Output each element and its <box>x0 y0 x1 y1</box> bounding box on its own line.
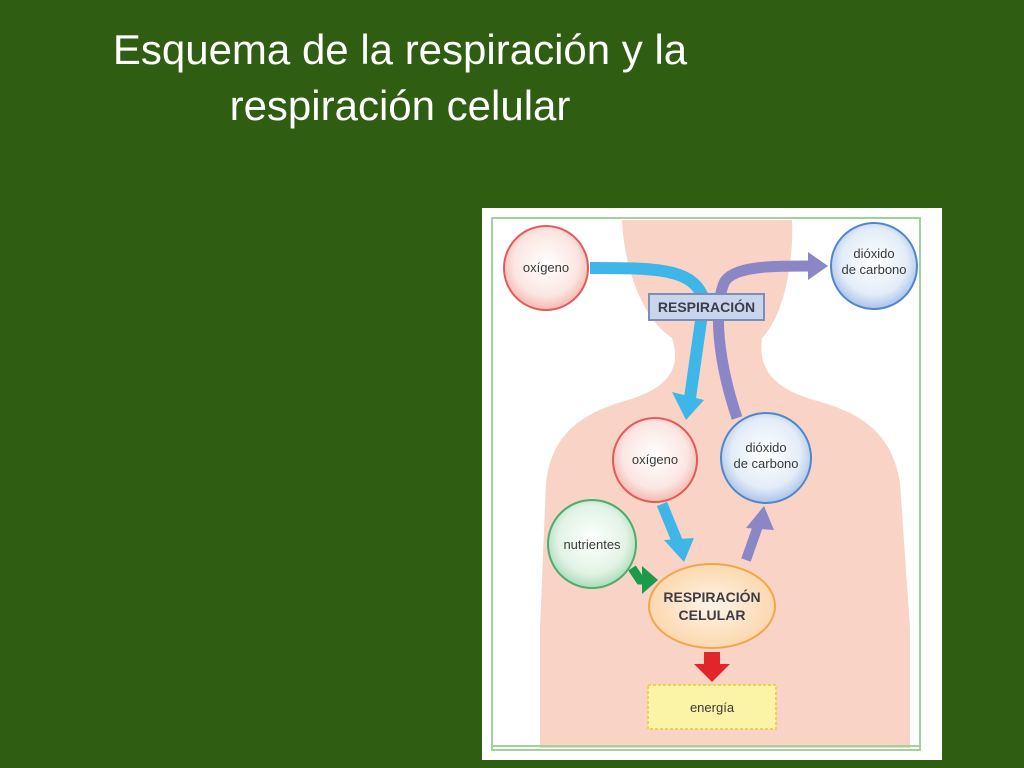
energy-arrowhead <box>694 664 730 682</box>
respiration-box <box>648 293 765 321</box>
oxygen-inner-arrowhead <box>664 538 694 562</box>
body-silhouette <box>540 220 910 748</box>
oxygen-inner-node <box>612 417 698 503</box>
oxygen-outer-label: oxígeno <box>523 260 569 275</box>
co2-inner-label-line-2: de carbono <box>733 456 798 471</box>
co2-outer-label-line-2: de carbono <box>841 262 906 277</box>
slide-title-line-2: respiración celular <box>229 82 571 129</box>
energy-label: energía <box>690 700 735 715</box>
energy-arrow <box>704 652 720 666</box>
energy-box <box>647 684 777 730</box>
oxygen-in-arrowhead <box>672 392 704 420</box>
co2-inner-label-line-1: dióxido <box>745 440 786 455</box>
co2-outer-label-line-1: dióxido <box>853 246 894 261</box>
oxygen-inner-arrow <box>656 501 684 546</box>
oxygen-outer-node <box>503 225 589 311</box>
respiration-diagram: RESPIRACIÓN oxígeno dióxido de carbono o… <box>482 208 942 760</box>
co2-out-arrowhead <box>808 252 828 280</box>
co2-inner-arrow <box>741 524 763 562</box>
respiration-label: RESPIRACIÓN <box>658 298 755 315</box>
slide-title-line-1: Esquema de la respiración y la <box>112 26 688 73</box>
co2-inner-arrowhead <box>746 506 774 530</box>
cellular-respiration-label-line-2: CELULAR <box>679 607 746 623</box>
slide-title: Esquema de la respiración y la respiraci… <box>40 22 760 134</box>
cellular-respiration-node <box>648 563 776 649</box>
co2-outer-node <box>830 222 918 310</box>
nutrients-arrowhead <box>642 566 658 594</box>
nutrients-node <box>547 499 637 589</box>
nutrients-label: nutrientes <box>563 537 621 552</box>
oxygen-inner-label: oxígeno <box>632 452 678 467</box>
co2-out-arrow <box>712 260 811 420</box>
co2-inner-node <box>720 412 812 504</box>
cellular-respiration-label-line-1: RESPIRACIÓN <box>663 588 760 605</box>
